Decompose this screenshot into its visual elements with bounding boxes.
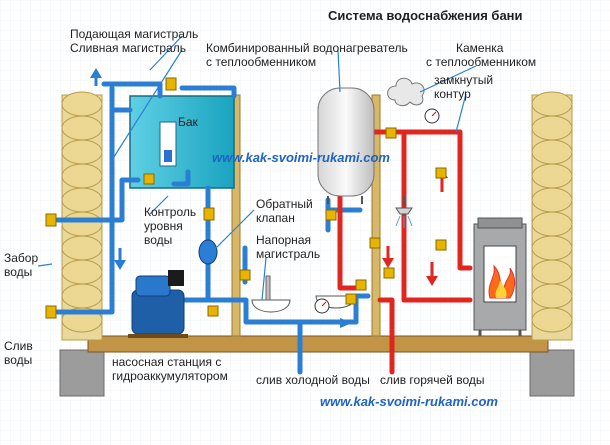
partition-post-right: [371, 94, 381, 337]
closed-loop-label-line1: замкнутый: [434, 73, 493, 87]
callout-lines: [37, 35, 477, 301]
watermark-bottom: www.kak-svoimi-rukami.com: [320, 394, 498, 409]
watermark-middle: www.kak-svoimi-rukami.com: [212, 150, 390, 165]
pressure-gauge-icon: [424, 108, 440, 124]
check-valve-label-line2: клапан: [256, 211, 295, 225]
stove-label-line1: Каменка: [456, 41, 504, 55]
pump-station-label-line2: гидроаккумулятором: [112, 369, 228, 383]
pump-station: [128, 270, 188, 338]
hot-drain-label: слив горячей воды: [380, 373, 484, 387]
water-tank: [129, 95, 235, 189]
level-control-label-line3: воды: [144, 233, 172, 247]
valve-icons: [45, 77, 447, 319]
check-valve-icon: [198, 239, 218, 265]
sink-icon: [251, 275, 291, 313]
pressure-main-label-line1: Напорная: [256, 233, 311, 247]
right-foundation-block: [529, 349, 575, 397]
heater-label-line2: с теплообменником: [206, 55, 316, 69]
water-intake-label-line1: Забор: [4, 251, 38, 265]
sauna-stove: [473, 217, 527, 336]
floor-beam: [87, 335, 549, 353]
right-log-wall: [531, 91, 573, 341]
water-intake-label-line2: воды: [4, 265, 32, 279]
closed-loop-label-line2: контур: [434, 87, 471, 101]
heater-label-line1: Комбинированный водонагреватель: [206, 41, 408, 55]
cold-drain-label: слив холодной воды: [256, 373, 370, 387]
tank-label: Бак: [178, 115, 199, 129]
diagram-title: Система водоснабжения бани: [328, 8, 523, 23]
level-control-label-line1: Контроль: [144, 205, 196, 219]
stove-label-line2: с теплообменником: [426, 55, 536, 69]
water-drain-label-line1: Слив: [4, 339, 33, 353]
left-foundation-block: [59, 349, 105, 397]
pressure-gauge-icon: [314, 298, 330, 314]
water-drain-label-line2: воды: [4, 353, 32, 367]
pressure-main-label-line2: магистраль: [256, 247, 320, 261]
left-log-wall: [61, 91, 103, 341]
check-valve-label-line1: Обратный: [256, 197, 313, 211]
supply-main-label: Подающая магистраль: [70, 27, 198, 41]
level-control-label-line2: уровня: [144, 219, 183, 233]
steam-cloud-icon: [387, 77, 425, 107]
combined-water-heater: [317, 87, 375, 204]
drain-main-label: Сливная магистраль: [70, 41, 186, 55]
shower-head-icon: [395, 196, 413, 228]
pump-station-label-line1: насосная станция с: [112, 355, 221, 369]
